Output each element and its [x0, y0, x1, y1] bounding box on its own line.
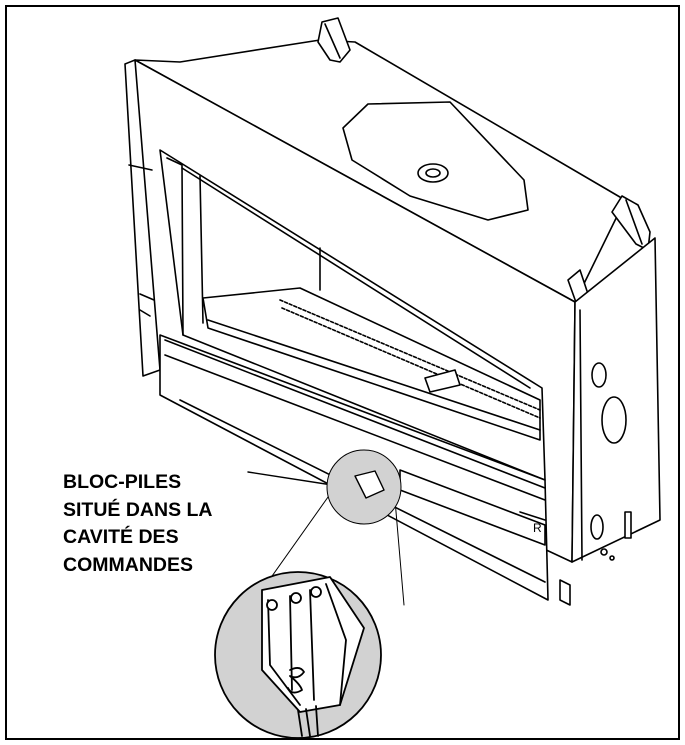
callout-line-2: SITUÉ DANS LA: [63, 498, 213, 521]
battery-holder-small: [354, 470, 385, 499]
knockout-1: [591, 362, 607, 388]
callout-line-1: BLOC-PILES: [63, 471, 182, 493]
slot: [624, 511, 632, 539]
top-bracket-right: [611, 195, 651, 251]
magnifier-line-right: [394, 499, 405, 606]
burner-strip: [279, 299, 541, 411]
knockout-3: [590, 514, 604, 540]
knockout-2: [601, 396, 627, 444]
callout-line-3: CAVITÉ DES: [63, 526, 179, 548]
battery-holder-detail: [261, 576, 365, 737]
side-letter: R: [533, 521, 542, 535]
flue-collar: [417, 163, 449, 183]
top-bracket-left: [317, 17, 351, 63]
top-plate: [342, 101, 529, 221]
battery-pack-callout: BLOC-PILES SITUÉ DANS LA CAVITÉ DES COMM…: [63, 469, 263, 579]
callout-line-4: COMMANDES: [63, 553, 193, 576]
